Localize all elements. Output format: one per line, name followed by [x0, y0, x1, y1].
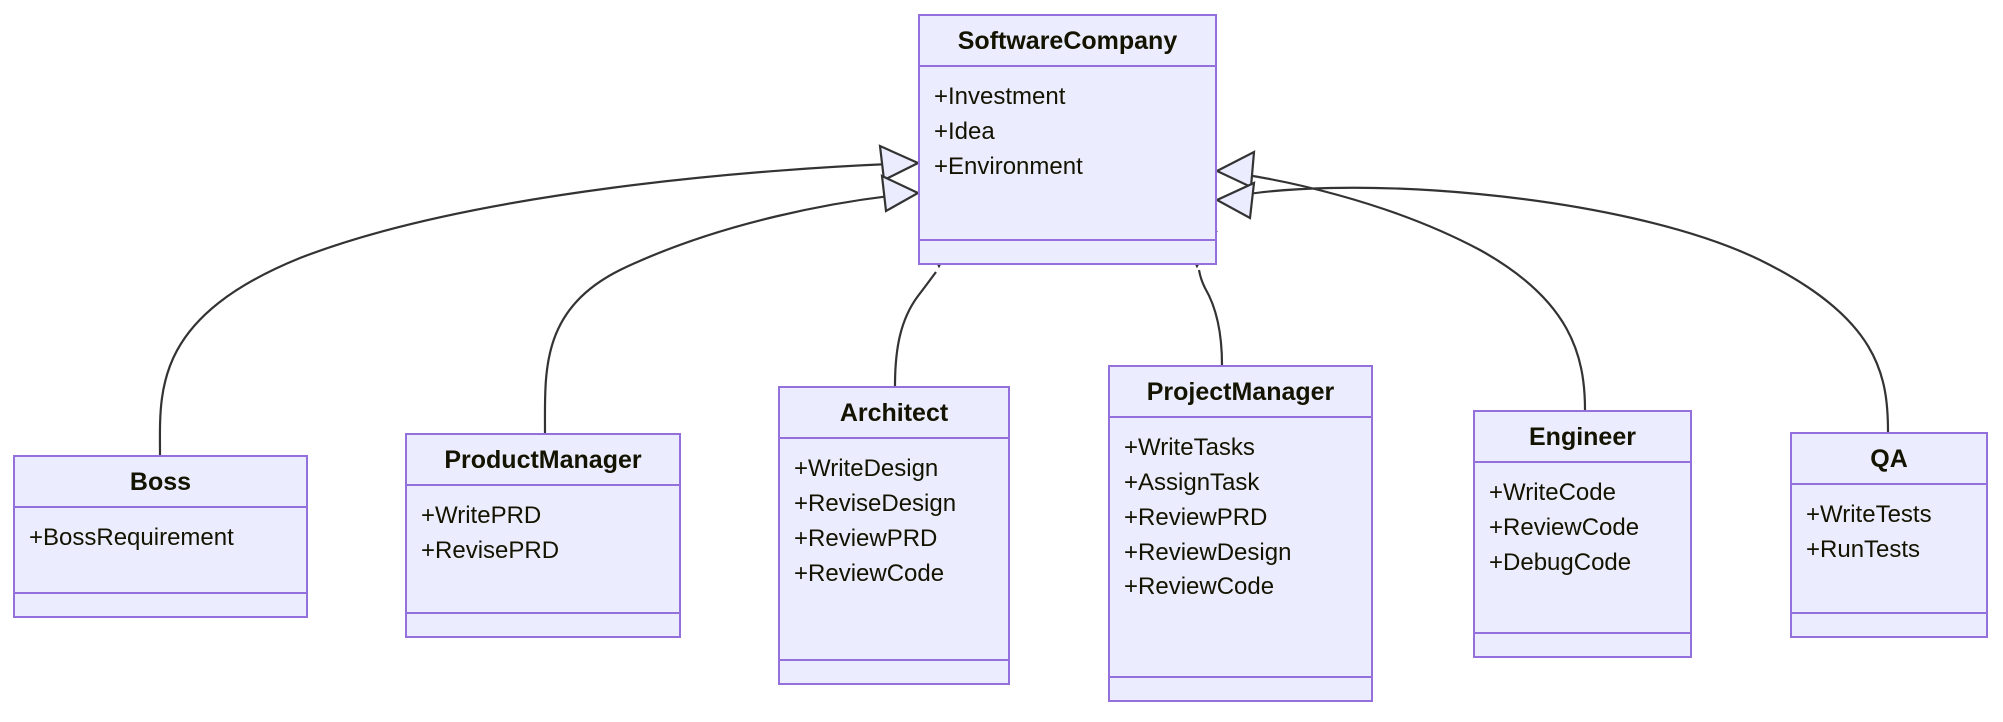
attribute-row: +WriteTasks: [1124, 434, 1255, 462]
edge-projectmanager-to-softwarecompany: [1197, 269, 1224, 366]
edge-architect-to-softwarecompany: [893, 271, 937, 387]
attribute-row: +Idea: [934, 118, 995, 146]
class-methods-engineer: [1475, 634, 1690, 656]
class-node-projectmanager[interactable]: ProjectManager +WriteTasks +AssignTask +…: [1108, 365, 1373, 702]
attribute-row: +WriteTests: [1806, 501, 1932, 529]
attribute-row: +BossRequirement: [29, 524, 234, 552]
class-name-projectmanager: ProjectManager: [1110, 367, 1371, 419]
class-methods-architect: [780, 661, 1008, 683]
class-node-architect[interactable]: Architect +WriteDesign +ReviseDesign +Re…: [778, 386, 1010, 685]
attribute-row: +WriteCode: [1489, 479, 1616, 507]
class-attributes-architect: +WriteDesign +ReviseDesign +ReviewPRD +R…: [780, 439, 1008, 661]
attribute-row: +ReviseDesign: [794, 490, 957, 518]
class-name-architect: Architect: [780, 388, 1008, 440]
class-name-engineer: Engineer: [1475, 412, 1690, 464]
class-methods-softwarecompany: [920, 241, 1215, 263]
attribute-row: +DebugCode: [1489, 548, 1632, 576]
class-methods-productmanager: [407, 614, 679, 636]
attribute-row: +ReviewPRD: [1124, 503, 1268, 531]
attribute-row: +ReviewCode: [1489, 514, 1640, 542]
class-attributes-boss: +BossRequirement: [15, 508, 306, 594]
class-name-softwarecompany: SoftwareCompany: [920, 16, 1215, 68]
class-node-qa[interactable]: QA +WriteTests +RunTests: [1790, 432, 1988, 638]
generalization-arrowhead-engineer: [1214, 150, 1256, 189]
attribute-row: +ReviewCode: [1124, 573, 1275, 601]
attribute-row: +WritePRD: [421, 502, 542, 530]
attribute-row: +ReviewDesign: [1124, 538, 1292, 566]
class-methods-boss: [15, 594, 306, 616]
attribute-row: +RevisePRD: [421, 537, 560, 565]
generalization-arrowhead-boss: [878, 144, 921, 182]
class-node-softwarecompany[interactable]: SoftwareCompany +Investment +Idea +Envir…: [918, 14, 1217, 265]
class-node-engineer[interactable]: Engineer +WriteCode +ReviewCode +DebugCo…: [1473, 410, 1692, 658]
class-methods-qa: [1792, 614, 1986, 636]
class-name-boss: Boss: [15, 457, 306, 509]
class-attributes-engineer: +WriteCode +ReviewCode +DebugCode: [1475, 463, 1690, 634]
attribute-row: +AssignTask: [1124, 469, 1260, 497]
class-node-productmanager[interactable]: ProductManager +WritePRD +RevisePRD: [405, 433, 681, 638]
class-attributes-qa: +WriteTests +RunTests: [1792, 485, 1986, 614]
class-name-productmanager: ProductManager: [407, 435, 679, 487]
generalization-arrowhead-productmanager: [880, 174, 921, 213]
class-attributes-softwarecompany: +Investment +Idea +Environment: [920, 67, 1215, 241]
generalization-arrowhead-qa: [1214, 181, 1256, 220]
class-attributes-projectmanager: +WriteTasks +AssignTask +ReviewPRD +Revi…: [1110, 418, 1371, 678]
attribute-row: +ReviewPRD: [794, 524, 938, 552]
attribute-row: +RunTests: [1806, 536, 1921, 564]
attribute-row: +Investment: [934, 83, 1066, 111]
attribute-row: +Environment: [934, 152, 1083, 180]
attribute-row: +WriteDesign: [794, 455, 939, 483]
class-name-qa: QA: [1792, 434, 1986, 486]
class-methods-projectmanager: [1110, 678, 1371, 700]
attribute-row: +ReviewCode: [794, 559, 945, 587]
class-attributes-productmanager: +WritePRD +RevisePRD: [407, 486, 679, 614]
class-node-boss[interactable]: Boss +BossRequirement: [13, 455, 308, 618]
